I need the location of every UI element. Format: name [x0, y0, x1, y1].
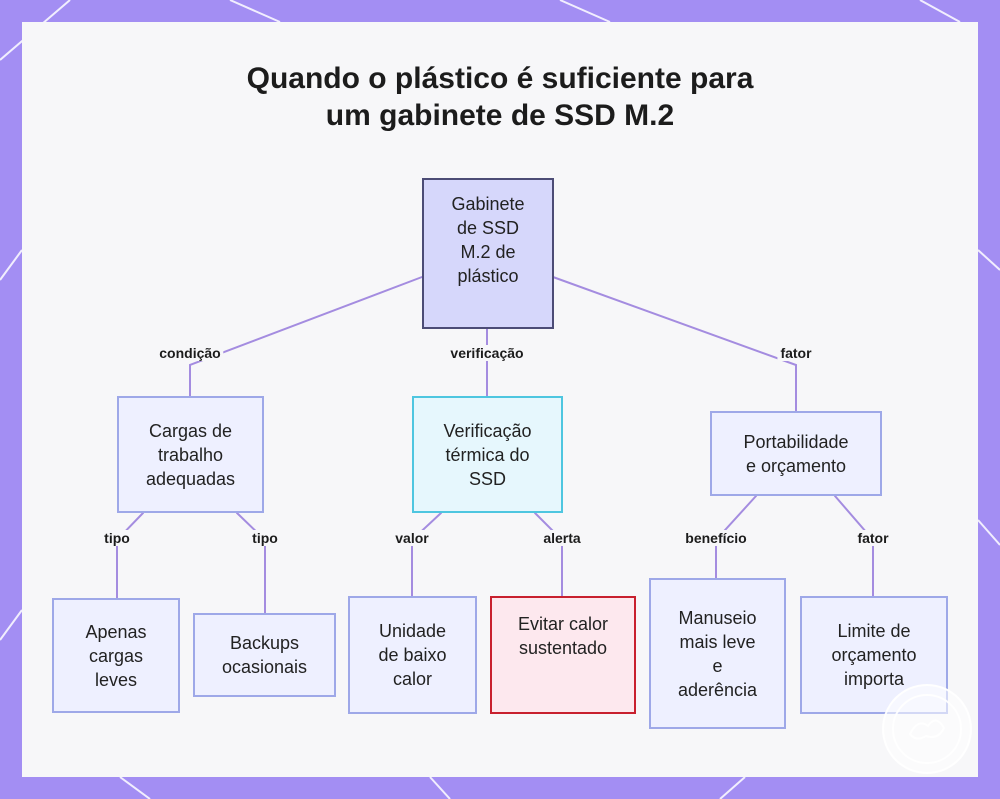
edge-label-fator-root: fator — [777, 345, 815, 361]
edge-label-tipo-light: tipo — [101, 530, 133, 546]
node-light-loads-label: Apenas cargas leves — [85, 621, 147, 690]
edge-label-verificacao: verificação — [447, 345, 527, 361]
connector-thermal-avoid — [534, 512, 563, 597]
node-root[interactable]: Gabinete de SSD M.2 de plástico — [422, 178, 554, 329]
edge-label-alerta: alerta — [540, 530, 584, 546]
node-handling[interactable]: Manuseio mais leve e aderência — [649, 578, 786, 729]
node-low-heat-label: Unidade de baixo calor — [378, 621, 447, 689]
node-handling-label: Manuseio mais leve e aderência — [677, 607, 758, 700]
node-low-heat[interactable]: Unidade de baixo calor — [348, 596, 477, 714]
connector-thermal-low — [411, 512, 442, 597]
node-backups-label: Backups ocasionais — [221, 633, 308, 677]
node-workloads[interactable]: Cargas de trabalho adequadas — [117, 396, 264, 513]
node-portability-label: Portabilidade e orçamento — [743, 431, 849, 476]
edge-label-beneficio: benefício — [682, 530, 750, 546]
diagram-title: Quando o plástico é suficiente para um g… — [246, 62, 754, 132]
node-portability[interactable]: Portabilidade e orçamento — [710, 411, 882, 496]
node-budget-limit-label: Limite de orçamento importa — [831, 621, 917, 689]
node-avoid-heat-label: Evitar calor sustentado — [517, 614, 609, 658]
node-light-loads[interactable]: Apenas cargas leves — [52, 598, 180, 713]
badge-logo-icon — [882, 684, 972, 774]
connector-root-portability — [552, 276, 797, 412]
connector-portability-budget — [834, 495, 874, 597]
node-thermal-label: Verificação térmica do SSD — [443, 420, 532, 489]
connector-workloads-light — [116, 512, 144, 599]
edge-label-fator-budget: fator — [854, 530, 892, 546]
edge-label-tipo-backups: tipo — [249, 530, 281, 546]
connector-workloads-backups — [236, 512, 266, 614]
edge-label-valor: valor — [392, 530, 432, 546]
node-thermal[interactable]: Verificação térmica do SSD — [412, 396, 563, 513]
connector-root-workloads — [189, 276, 423, 397]
node-backups[interactable]: Backups ocasionais — [193, 613, 336, 697]
edge-label-condicao: condição — [156, 345, 224, 361]
node-workloads-label: Cargas de trabalho adequadas — [145, 420, 236, 489]
node-avoid-heat[interactable]: Evitar calor sustentado — [490, 596, 636, 714]
node-root-label: Gabinete de SSD M.2 de plástico — [451, 194, 525, 286]
